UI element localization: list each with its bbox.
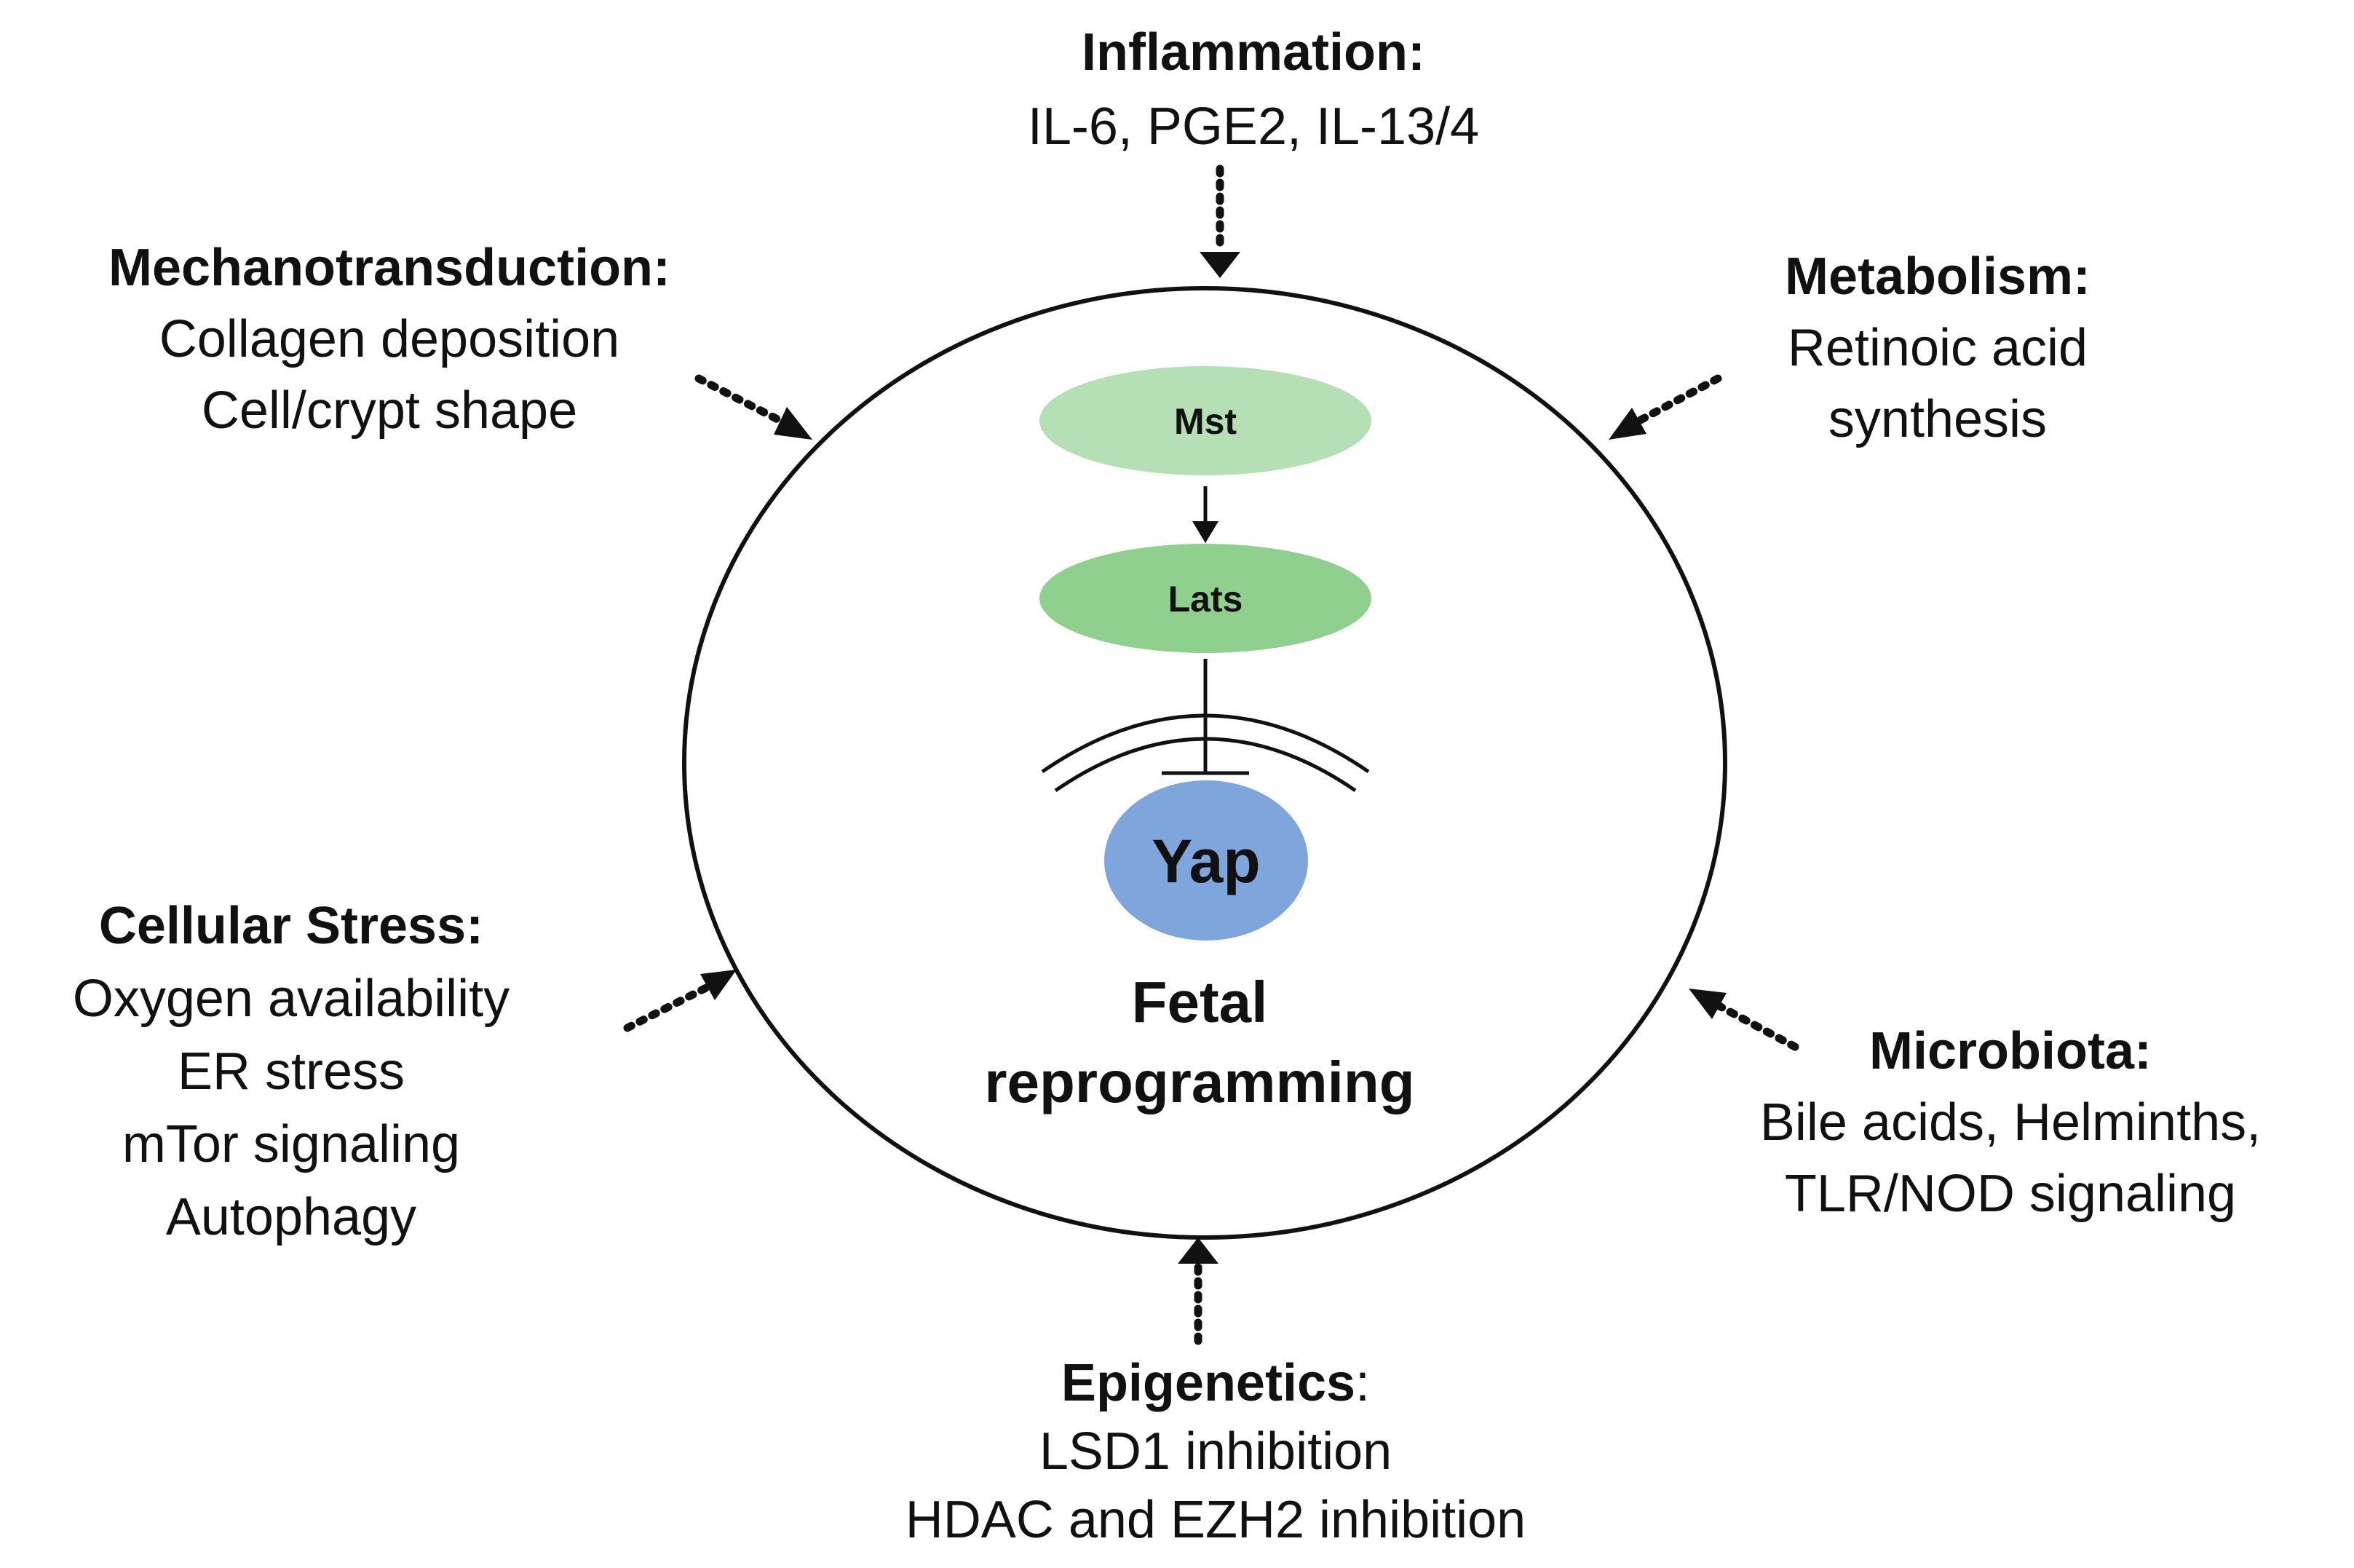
outcome-line-2: reprogramming — [984, 1050, 1414, 1114]
mechanotransduction-arrow — [694, 374, 812, 440]
epigenetics-heading: Epigenetics: — [1061, 1354, 1370, 1412]
metabolism-line-2: synthesis — [1828, 390, 2047, 448]
outcome-line-1: Fetal — [1132, 970, 1268, 1034]
microbiota-line-1: Bile acids, Helminths, — [1760, 1093, 2261, 1152]
cellular-stress-heading: Cellular Stress: — [99, 897, 483, 955]
cellular-stress-arrow — [623, 970, 737, 1032]
metabolism-heading: Metabolism: — [1785, 248, 2091, 306]
nuclear-membrane-outer — [1041, 713, 1370, 774]
yap-node — [1104, 780, 1308, 941]
epigenetics-heading-label: Epigenetics — [1061, 1354, 1355, 1412]
inflammation-heading: Inflammation: — [1082, 23, 1425, 82]
lats-label: Lats — [1168, 579, 1243, 619]
epigenetics-arrow — [1178, 1238, 1218, 1345]
inflammation-arrow — [1200, 165, 1240, 278]
inflammation-line-1: IL-6, PGE2, IL-13/4 — [1028, 98, 1479, 156]
microbiota-line-2: TLR/NOD signaling — [1785, 1165, 2236, 1223]
epigenetics-line-2: HDAC and EZH2 inhibition — [905, 1491, 1526, 1549]
epigenetics-line-1: LSD1 inhibition — [1039, 1422, 1392, 1481]
yap-label: Yap — [1152, 827, 1260, 895]
microbiota-heading: Microbiota: — [1869, 1022, 2152, 1080]
cellular-stress-line-3: mTor signaling — [122, 1115, 460, 1173]
cell-circle — [682, 286, 1727, 1240]
metabolism-arrow — [1609, 374, 1722, 440]
metabolism-line-1: Retinoic acid — [1788, 319, 2088, 377]
nuclear-membrane-inner — [1054, 737, 1357, 793]
mechanotransduction-line-2: Cell/crypt shape — [202, 381, 577, 440]
mst-node — [1039, 366, 1371, 475]
cellular-stress-line-2: ER stress — [178, 1042, 405, 1101]
epigenetics-heading-colon: : — [1355, 1354, 1370, 1412]
mst-to-lats-arrow — [1192, 486, 1218, 543]
mst-label: Mst — [1174, 401, 1237, 442]
cellular-stress-line-1: Oxygen availability — [73, 970, 510, 1028]
mechanotransduction-heading: Mechanotransduction: — [108, 239, 670, 297]
mechanotransduction-line-1: Collagen deposition — [159, 310, 619, 368]
microbiota-arrow — [1689, 989, 1799, 1051]
cellular-stress-line-4: Autophagy — [166, 1188, 416, 1246]
lats-node — [1039, 544, 1371, 653]
